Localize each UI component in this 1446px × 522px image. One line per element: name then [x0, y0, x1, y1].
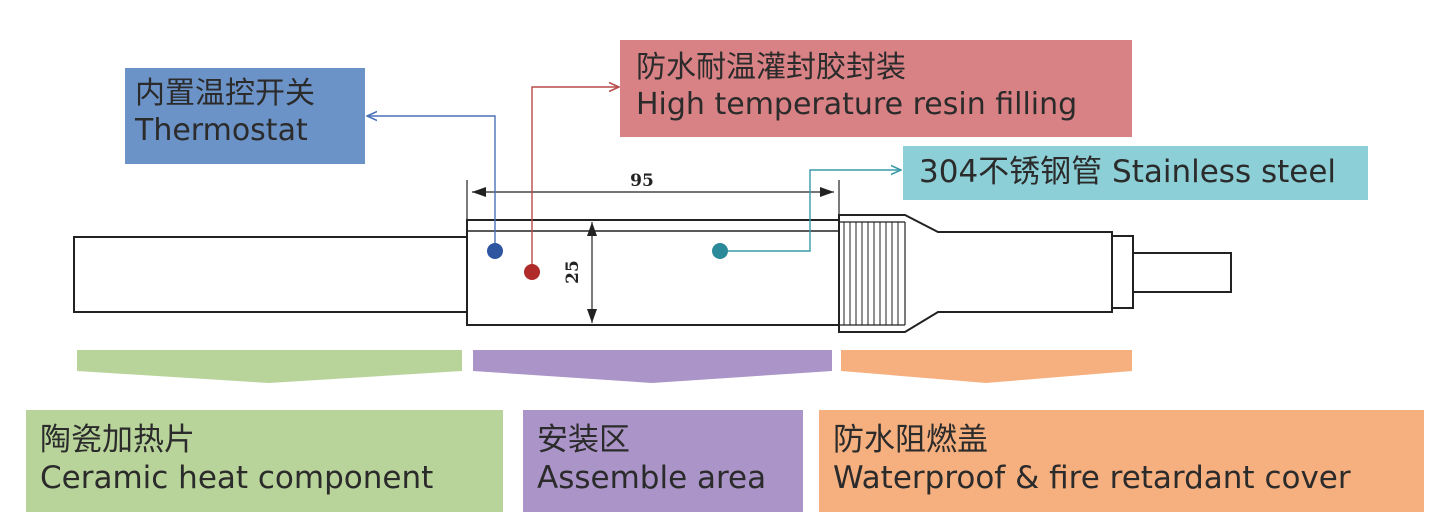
- thermostat-cn: 内置温控开关: [135, 76, 315, 111]
- assemble-section-box: 安装区 Assemble area: [523, 410, 803, 512]
- steel-callout: 304不锈钢管 Stainless steel: [903, 146, 1368, 200]
- steel-text: 304不锈钢管 Stainless steel: [919, 154, 1337, 190]
- cover-section-box: 防水阻燃盖 Waterproof & fire retardant cover: [819, 410, 1424, 512]
- assemble-section-arrow: [473, 350, 832, 383]
- length-dimension: 95: [466, 171, 840, 220]
- cover-section-arrow: [841, 350, 1132, 383]
- thermostat-leader: [367, 116, 496, 246]
- cover-en: Waterproof & fire retardant cover: [833, 459, 1351, 496]
- ceramic-en: Ceramic heat component: [40, 459, 434, 496]
- length-dimension-label: 95: [630, 171, 654, 191]
- diameter-dimension: 25: [563, 222, 597, 323]
- thermostat-dot: [487, 243, 503, 259]
- steel-leader: [720, 170, 901, 252]
- assemble-cn: 安装区: [537, 422, 630, 458]
- resin-dot: [524, 264, 540, 280]
- resin-leader: [531, 87, 619, 265]
- assemble-en: Assemble area: [537, 459, 767, 496]
- thermostat-callout: 内置温控开关 Thermostat: [125, 68, 365, 164]
- end-flange: [1111, 235, 1134, 309]
- ceramic-rod: [73, 236, 469, 313]
- ceramic-section-box: 陶瓷加热片 Ceramic heat component: [26, 410, 503, 512]
- resin-en: High temperature resin filling: [636, 86, 1078, 122]
- knurled-cap: [838, 214, 1113, 333]
- cable: [1132, 252, 1232, 293]
- cover-cn: 防水阻燃盖: [833, 422, 988, 458]
- resin-callout: 防水耐温灌封胶封装 High temperature resin filling: [620, 40, 1132, 137]
- ceramic-section-arrow: [77, 350, 462, 383]
- ceramic-cn: 陶瓷加热片: [40, 422, 195, 458]
- thermostat-en: Thermostat: [135, 112, 308, 148]
- steel-dot: [712, 243, 728, 259]
- diameter-dimension-label: 25: [563, 260, 583, 284]
- resin-cn: 防水耐温灌封胶封装: [636, 50, 906, 85]
- steel-tube: [466, 219, 840, 326]
